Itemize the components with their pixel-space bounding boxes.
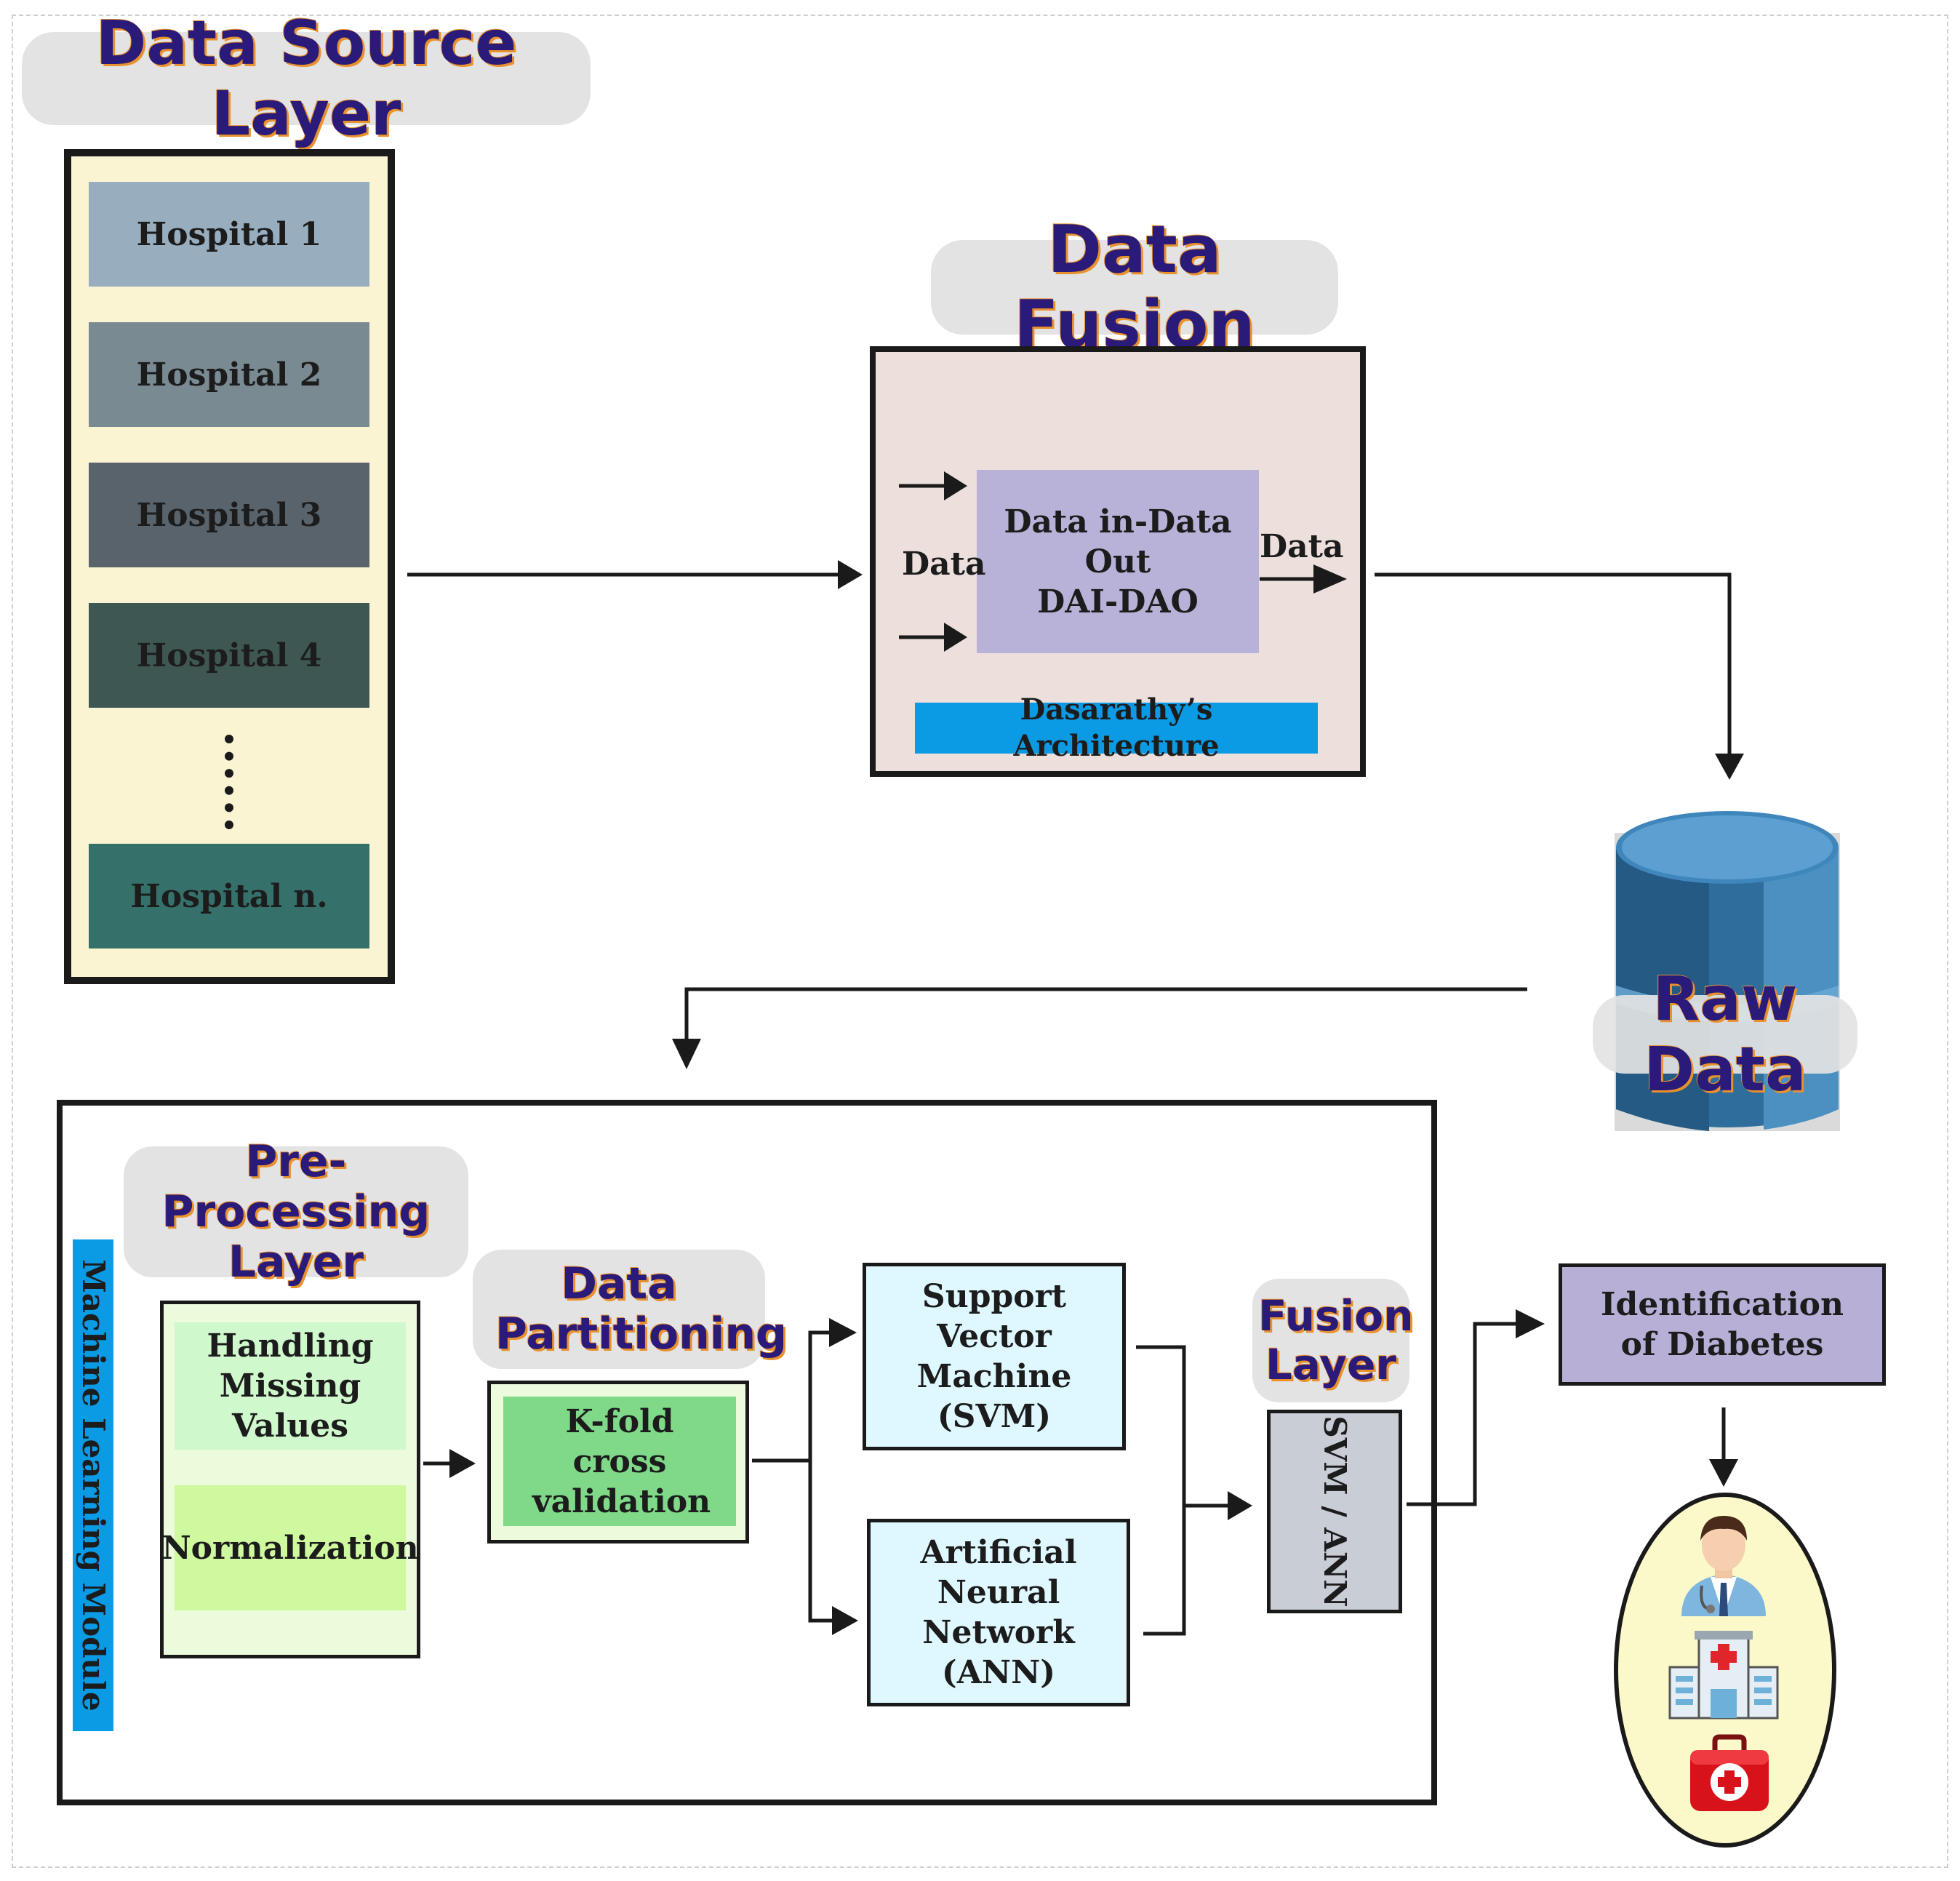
dai-dao-line1: Data in-Data Out — [1004, 503, 1232, 580]
hospital-icon — [1668, 1631, 1779, 1720]
hospital-2-label: Hospital 2 — [136, 356, 322, 394]
dasarathy-architecture-bar: Dasarathy’s Architecture — [915, 692, 1318, 763]
dai-dao-block: Data in-Data Out DAI-DAO — [977, 470, 1259, 653]
fusion-layer-title: Fusion Layer — [1252, 1279, 1414, 1402]
normalization-label: Normalization — [161, 1529, 419, 1567]
data-partitioning-title-text: Data Partitioning — [495, 1258, 788, 1359]
data-fusion-title-text: Data Fusion — [1014, 211, 1255, 363]
ml-module-label-wrap: Machine Learning Module — [73, 1239, 113, 1731]
kfold-box: K-fold cross validation — [503, 1397, 736, 1526]
fusion-svm-ann-text-wrap: SVM / ANN — [1307, 1410, 1362, 1613]
fusion-input-label: Data — [902, 546, 986, 583]
ml-module-label: Machine Learning Module — [76, 1259, 112, 1712]
ann-label: Artificial Neural Network (ANN) — [920, 1534, 1077, 1691]
kfold-label: K-fold cross validation — [532, 1402, 711, 1520]
data-fusion-title: Data Fusion — [931, 212, 1338, 362]
hospital-n-label: Hospital n. — [130, 877, 328, 915]
hospital-4-label: Hospital 4 — [136, 636, 322, 674]
preprocessing-layer-title-text: Pre-Processing Layer — [161, 1135, 431, 1287]
fusion-svm-ann-box — [1267, 1410, 1402, 1613]
hospital-n-box: Hospital n. — [89, 844, 369, 949]
hospital-3-label: Hospital 3 — [136, 496, 322, 534]
fusion-layer-title-text: Fusion Layer — [1258, 1291, 1414, 1389]
hospital-4-box: Hospital 4 — [89, 603, 369, 708]
preprocessing-layer-title: Pre-Processing Layer — [124, 1136, 468, 1287]
handling-missing-values-label: Handling Missing Values — [207, 1327, 374, 1445]
hospital-2-box: Hospital 2 — [89, 322, 369, 427]
svm-box: Support Vector Machine (SVM) — [863, 1263, 1126, 1450]
hospital-1-box: Hospital 1 — [89, 182, 369, 287]
first-aid-kit-icon — [1690, 1734, 1769, 1811]
hospital-1-label: Hospital 1 — [136, 215, 322, 253]
data-source-layer-title: Data Source Layer — [22, 8, 591, 148]
ann-box: Artificial Neural Network (ANN) — [867, 1519, 1130, 1706]
doctor-icon — [1681, 1516, 1766, 1616]
ellipsis-dots — [225, 735, 233, 829]
dai-dao-line2: DAI-DAO — [1037, 583, 1199, 620]
hospital-3-box: Hospital 3 — [89, 463, 369, 567]
identification-box: Identification of Diabetes — [1559, 1263, 1886, 1386]
data-partitioning-title: Data Partitioning — [473, 1250, 788, 1369]
data-source-layer-title-text: Data Source Layer — [95, 7, 517, 149]
fusion-output-label: Data — [1260, 528, 1344, 565]
identification-label: Identification of Diabetes — [1600, 1286, 1844, 1363]
raw-data-title: Raw Data — [1593, 964, 1857, 1104]
svm-label: Support Vector Machine (SVM) — [916, 1278, 1072, 1435]
normalization-box: Normalization — [161, 1485, 419, 1610]
handling-missing-values-box: Handling Missing Values — [175, 1322, 406, 1450]
page-frame — [12, 15, 1948, 1868]
fusion-svm-ann-label: SVM / ANN — [1317, 1415, 1353, 1608]
raw-data-title-text: Raw Data — [1644, 963, 1807, 1105]
dasarathy-architecture-label: Dasarathy’s Architecture — [1013, 692, 1220, 763]
ml-module-side-bar — [73, 1239, 113, 1731]
